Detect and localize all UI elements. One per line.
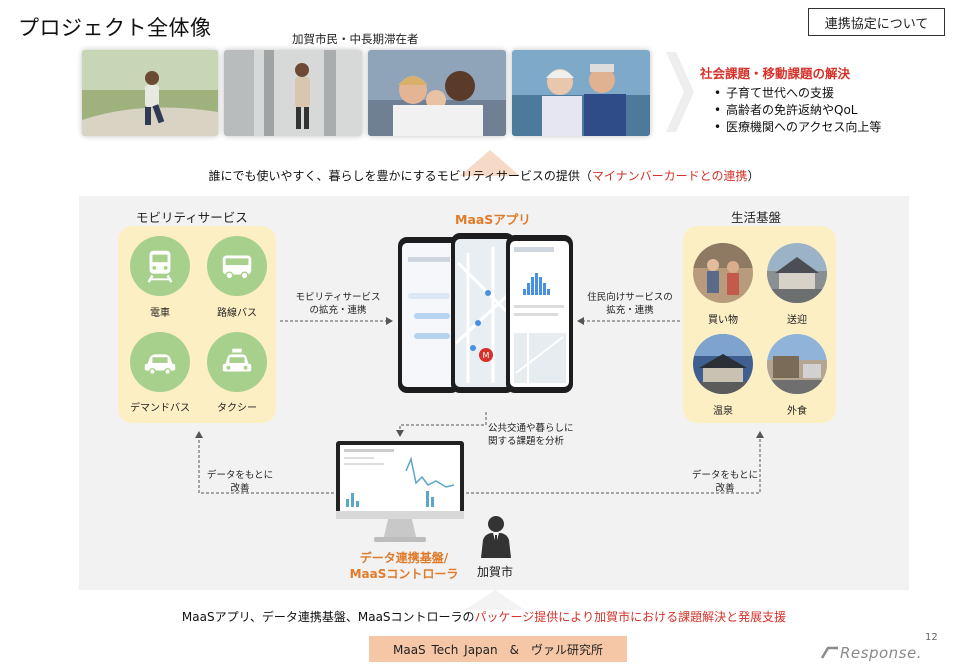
platform-label: データ連携基盤/MaaSコントローラ bbox=[349, 551, 459, 581]
mobility-link-note: モビリティサービスの拡充・連携 bbox=[295, 292, 381, 316]
photo-onsen bbox=[693, 334, 753, 394]
analysis-note: 公共交通や暮らしに関する課題を分析 bbox=[488, 423, 574, 447]
up-arrow-icon bbox=[465, 590, 525, 610]
chevron-right-icon bbox=[666, 52, 694, 132]
mobility-label-demand-bus: デマンドバス bbox=[130, 403, 190, 414]
resident-link-note: 住民向けサービスの拡充・連携 bbox=[587, 292, 673, 316]
issues-title: 社会課題・移動課題の解決 bbox=[700, 66, 851, 81]
mobility-label-bus: 路線バス bbox=[217, 308, 257, 319]
bus-icon bbox=[207, 236, 267, 296]
mobility-label-taxi: タクシー bbox=[217, 403, 257, 414]
svg-text:M: M bbox=[483, 351, 490, 360]
photo-shopping bbox=[693, 243, 753, 303]
up-arrow-icon bbox=[460, 150, 520, 176]
data-platform-monitor bbox=[336, 441, 464, 542]
car-icon bbox=[130, 332, 190, 392]
agreement-button[interactable]: 連携協定について bbox=[808, 8, 945, 36]
life-label-dining: 外食 bbox=[787, 406, 807, 417]
maas-app-title: MaaSアプリ bbox=[455, 212, 531, 227]
mobility-title: モビリティサービス bbox=[136, 210, 248, 225]
improve-left-note: データをもとに改善 bbox=[206, 470, 274, 494]
photo-dining bbox=[767, 334, 827, 394]
photo-running-child bbox=[82, 50, 218, 136]
response-logo-icon bbox=[820, 646, 838, 659]
issue-item: •子育て世代への支援 bbox=[714, 86, 835, 100]
service-statement: 誰にでも使いやすく、暮らしを豊かにするモビリティサービスの提供（マイナンバーカー… bbox=[208, 169, 760, 183]
maas-app-phones: M bbox=[398, 233, 573, 393]
issues-box: 社会課題・移動課題の解決 •子育て世代への支援 •高齢者の免許返納やQoL •医… bbox=[700, 63, 940, 136]
life-label-pickup: 送迎 bbox=[787, 315, 807, 326]
page-number: 12 bbox=[925, 632, 938, 643]
package-statement: MaaSアプリ、データ連携基盤、MaaSコントローラのパッケージ提供により加賀市… bbox=[181, 610, 787, 624]
photo-elderly-couple bbox=[512, 50, 650, 136]
life-label-onsen: 温泉 bbox=[713, 406, 733, 417]
mobility-label-train: 電車 bbox=[150, 308, 170, 319]
life-title: 生活基盤 bbox=[731, 210, 782, 225]
company-box: MaaS Tech Japan & ヴァル研究所 bbox=[369, 636, 627, 662]
kaga-label: 加賀市 bbox=[477, 565, 514, 579]
photo-pickup bbox=[767, 243, 827, 303]
person-icon bbox=[481, 516, 511, 558]
issue-item: •医療機関へのアクセス向上等 bbox=[714, 120, 882, 134]
taxi-icon bbox=[207, 332, 267, 392]
improve-right-note: データをもとに改善 bbox=[691, 470, 759, 494]
life-label-shopping: 買い物 bbox=[708, 315, 738, 326]
issue-item: •高齢者の免許返納やQoL bbox=[714, 103, 858, 117]
train-icon bbox=[130, 236, 190, 296]
photo-family bbox=[368, 50, 506, 136]
residents-label: 加賀市民・中長期滞在者 bbox=[292, 32, 419, 46]
watermark: Response. bbox=[840, 644, 922, 662]
photo-business-woman bbox=[224, 50, 362, 136]
page-title: プロジェクト全体像 bbox=[18, 16, 212, 40]
